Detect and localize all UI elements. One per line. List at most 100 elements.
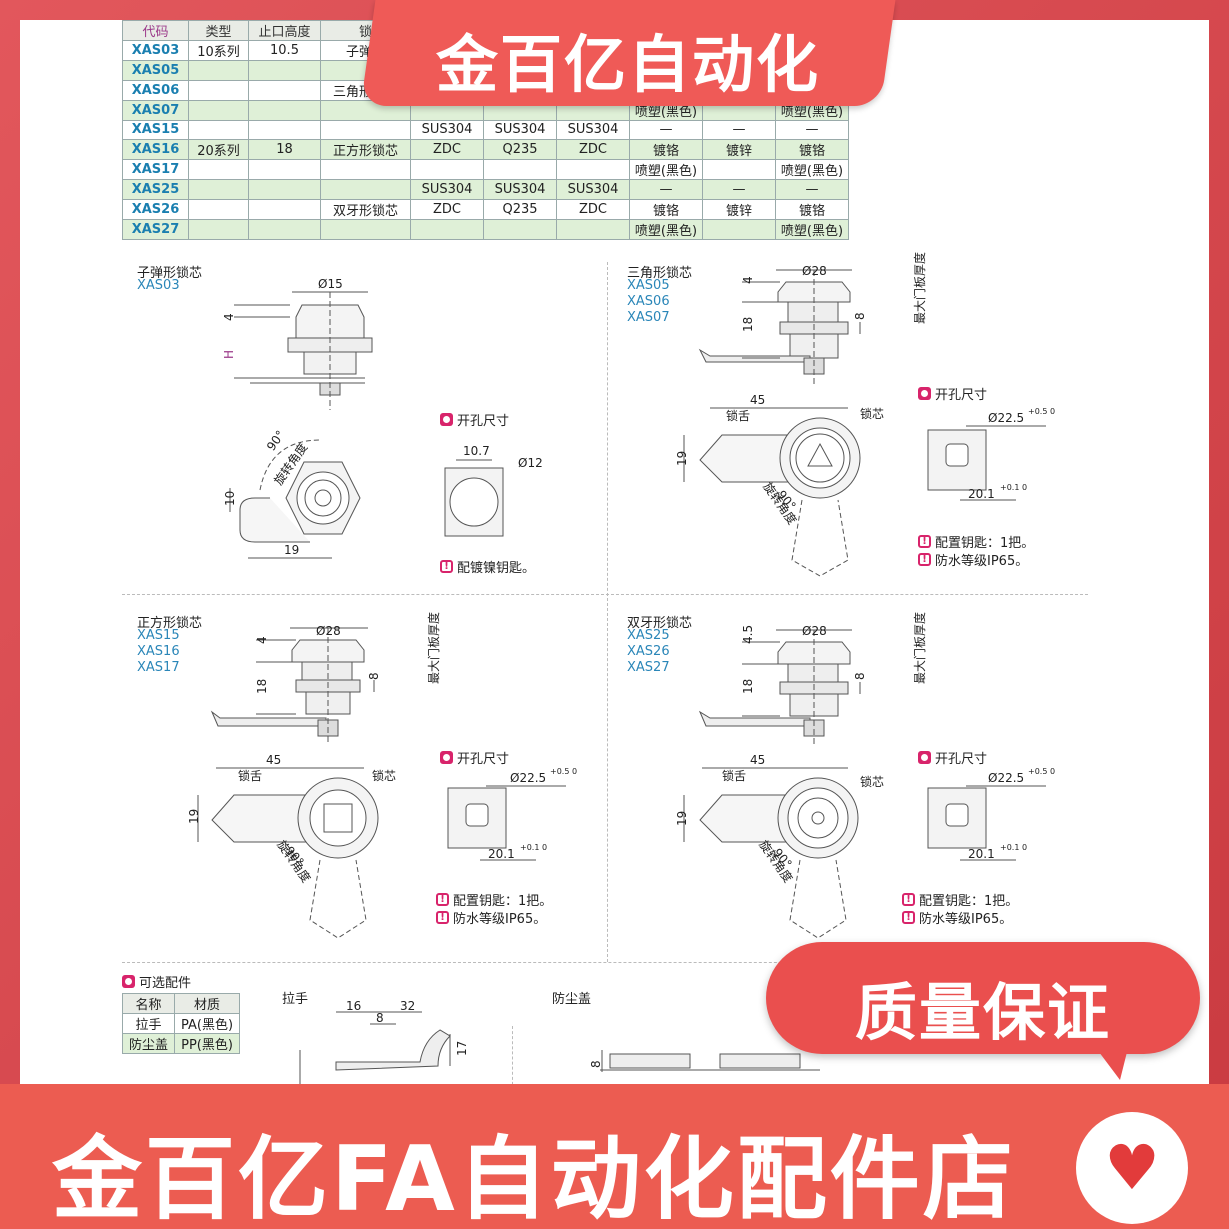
table-cell: — <box>702 119 776 141</box>
cover-drawing <box>600 1050 820 1072</box>
bullet-code: XAS03 <box>137 278 180 293</box>
table-row: 防尘盖 PP(黑色) <box>121 1033 241 1054</box>
section-marker-icon <box>122 975 135 988</box>
double-code-2: XAS26 <box>627 644 670 659</box>
double-thick: 最大门板厚度 <box>912 612 927 684</box>
table-cell: 20系列 <box>188 139 249 161</box>
bullet-hole-w: 10.7 <box>463 444 490 458</box>
triangle-tongue: 锁舌 <box>726 408 750 423</box>
square-core: 锁芯 <box>372 768 396 783</box>
product-code: XAS03 <box>122 40 189 61</box>
table-cell <box>188 60 249 81</box>
handle-dim-17: 17 <box>455 1041 469 1056</box>
accessories-table: 名称 材质 拉手 PA(黑色) 防尘盖 PP(黑色) <box>121 993 241 1054</box>
accessories-title: 可选配件 <box>122 972 191 991</box>
section-marker-icon <box>440 751 453 764</box>
exclamation-icon: ! <box>436 911 449 924</box>
triangle-hole-drawing <box>927 425 1046 501</box>
table-cell <box>556 218 630 240</box>
table-cell: 镀铬 <box>629 139 703 161</box>
triangle-code-2: XAS06 <box>627 294 670 309</box>
product-code: XAS16 <box>122 139 189 161</box>
product-code: XAS07 <box>122 99 189 121</box>
double-tol-d: +0.5 0 <box>1028 767 1055 776</box>
triangle-thick: 最大门板厚度 <box>912 252 927 324</box>
triangle-dim-8: 8 <box>853 312 867 320</box>
square-hole-drawing <box>447 785 566 861</box>
triangle-dim-18: 18 <box>741 317 755 332</box>
double-front-view <box>683 767 859 939</box>
table-cell: 镀铬 <box>775 139 849 161</box>
bullet-front-view <box>229 439 361 559</box>
product-code: XAS15 <box>122 119 189 141</box>
double-hole-drawing <box>927 785 1046 861</box>
square-tol-w: +0.1 0 <box>520 843 547 852</box>
square-front-view <box>197 767 379 939</box>
table-row: 拉手 PA(黑色) <box>121 1013 241 1034</box>
triangle-hole-title: 开孔尺寸 <box>918 384 987 403</box>
bullet-side-view <box>234 291 373 410</box>
panel-divider-h2 <box>122 962 822 963</box>
section-marker-icon <box>440 413 453 426</box>
handle-title: 拉手 <box>282 992 309 1007</box>
triangle-hole-d: Ø22.5 <box>988 411 1024 425</box>
square-title: 正方形锁芯 <box>137 616 203 631</box>
technical-drawings: Ø15 4 H 90° 旋转角度 10 19 10.7 Ø12 Ø28 4 18… <box>187 252 1055 1084</box>
table-cell: — <box>775 179 849 200</box>
double-title: 双牙形锁芯 <box>627 616 693 631</box>
triangle-code-1: XAS05 <box>627 278 670 293</box>
top-banner-text: 金百亿自动化 <box>435 28 820 101</box>
table-cell: 10.5 <box>248 40 321 61</box>
table-cell: ZDC <box>556 198 630 220</box>
square-code-1: XAS15 <box>137 628 180 643</box>
table-cell: 镀锌 <box>702 139 776 161</box>
exclamation-icon: ! <box>902 911 915 924</box>
table-cell <box>248 99 321 121</box>
double-code-1: XAS25 <box>627 628 670 643</box>
table-cell <box>320 218 411 240</box>
triangle-core: 锁芯 <box>860 406 884 421</box>
double-hole-title: 开孔尺寸 <box>918 748 987 767</box>
table-cell: 喷塑(黑色) <box>775 218 849 240</box>
handle-dim-16: 16 <box>346 999 361 1013</box>
triangle-hole-w: 20.1 <box>968 487 995 501</box>
triangle-front-view <box>683 407 861 577</box>
double-dim-19: 19 <box>675 811 689 826</box>
square-dim-18: 18 <box>255 679 269 694</box>
handle-dim-32: 32 <box>400 999 415 1013</box>
triangle-side-view <box>698 269 861 385</box>
quality-badge <box>766 942 1200 1054</box>
table-cell: ZDC <box>556 139 630 161</box>
bullet-dim-10: 10 <box>223 491 237 506</box>
exclamation-icon: ! <box>440 560 453 573</box>
table-cell: SUS304 <box>410 179 484 200</box>
table-cell: Q235 <box>483 139 557 161</box>
square-dim-19: 19 <box>187 809 201 824</box>
table-cell: SUS304 <box>556 119 630 141</box>
square-note-1: !配置钥匙：1把。 <box>436 890 552 909</box>
table-cell <box>248 179 321 200</box>
square-note-2: !防水等级IP65。 <box>436 908 546 927</box>
double-tongue: 锁舌 <box>722 768 746 783</box>
cover-dim-8: 8 <box>589 1060 603 1068</box>
table-cell: — <box>629 179 703 200</box>
square-dim-4: 4 <box>255 636 269 644</box>
table-cell: ZDC <box>410 139 484 161</box>
heart-icon[interactable]: ♥ <box>1076 1112 1188 1224</box>
bullet-hole-drawing <box>444 459 504 537</box>
square-hole-w: 20.1 <box>488 847 515 861</box>
double-tol-w: +0.1 0 <box>1000 843 1027 852</box>
bullet-dim-4: 4 <box>222 313 236 321</box>
table-cell <box>410 218 484 240</box>
double-dim-45: 45 <box>750 753 765 767</box>
quality-badge-text: 质量保证 <box>854 976 1111 1049</box>
double-note-2: !防水等级IP65。 <box>902 908 1012 927</box>
double-hole-d: Ø22.5 <box>988 771 1024 785</box>
header-type: 类型 <box>188 20 249 41</box>
product-code: XAS05 <box>122 60 189 81</box>
section-marker-icon <box>918 387 931 400</box>
square-hole-d: Ø22.5 <box>510 771 546 785</box>
